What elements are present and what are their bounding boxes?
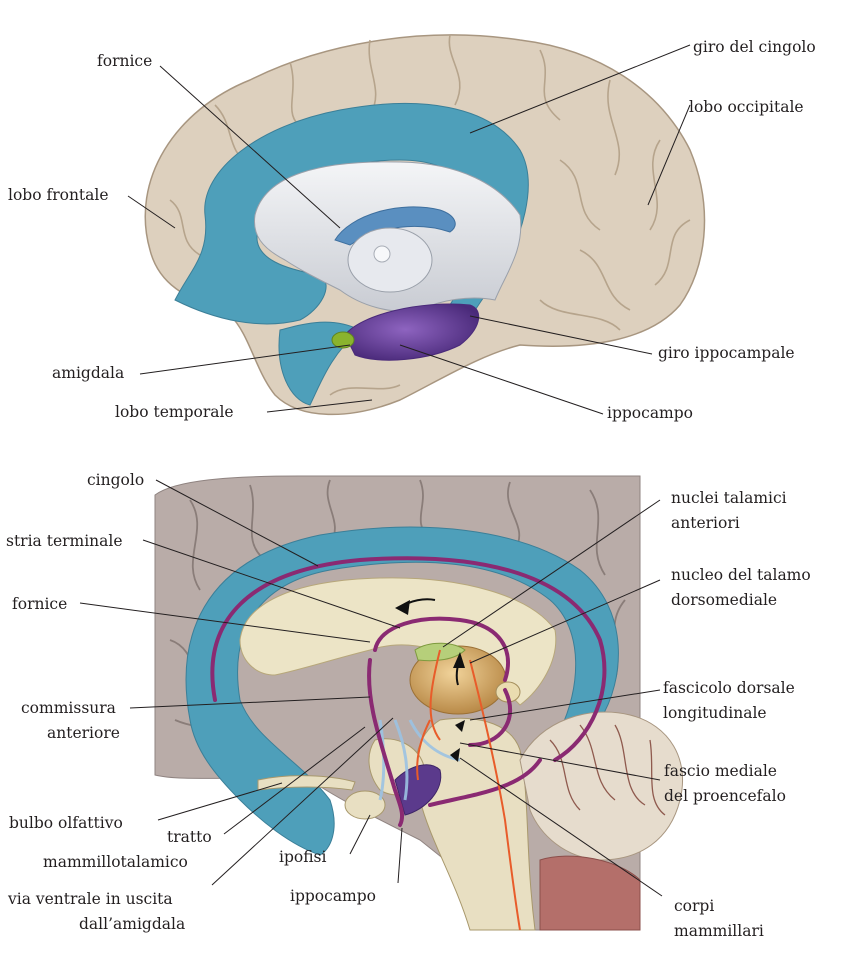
bottom-orange-tracts <box>416 649 521 931</box>
bottom-tracts <box>210 556 607 827</box>
bottom-pituitary <box>344 790 386 820</box>
label-ipofisi: ipofisi <box>279 848 327 866</box>
bottom-leader-lines <box>79 479 663 897</box>
top-labels: fornice giro del cingolo lobo occipitale… <box>8 38 816 422</box>
label-giro-del-cingolo: giro del cingolo <box>693 38 816 56</box>
top-leader-lines <box>127 44 691 415</box>
label-corpi-2: mammillari <box>674 922 764 940</box>
top-brain-illustration <box>144 34 706 416</box>
top-thalamus <box>347 227 433 293</box>
label-cingolo: cingolo <box>87 471 144 489</box>
label-corpi-1: corpi <box>674 897 714 915</box>
label-fascicolo-1: fascicolo dorsale <box>663 679 795 697</box>
label-fascicolo-2: longitudinale <box>663 704 767 722</box>
bottom-olfactory-bulb <box>257 775 356 791</box>
top-amygdala <box>331 331 355 349</box>
top-hippocampus <box>344 303 480 361</box>
label-via-1: via ventrale in uscita <box>7 890 173 908</box>
label-fornice-bottom: fornice <box>12 595 67 613</box>
label-via-2: dall’amigdala <box>79 915 185 933</box>
label-nuclei-2: anteriori <box>671 514 740 532</box>
label-ippocampo-top: ippocampo <box>607 404 693 422</box>
label-bulbo-olfattivo: bulbo olfattivo <box>9 814 123 832</box>
label-lobo-frontale: lobo frontale <box>8 186 109 204</box>
label-lobo-temporale: lobo temporale <box>115 403 234 421</box>
label-giro-ippocampale: giro ippocampale <box>658 344 795 362</box>
label-tratto-1: tratto <box>167 828 212 846</box>
label-nuclei-1: nuclei talamici <box>671 489 787 507</box>
label-ippocampo-bottom: ippocampo <box>290 887 376 905</box>
bottom-corpus-callosum <box>239 577 557 706</box>
bottom-cerebellum <box>519 711 684 861</box>
label-amigdala-top: amigdala <box>52 364 124 382</box>
label-nucleo-1: nucleo del talamo <box>671 566 811 584</box>
bottom-cingulate <box>185 526 619 856</box>
label-commissura-1: commissura <box>21 699 116 717</box>
label-stria-terminale: stria terminale <box>6 532 123 550</box>
bottom-brain-illustration <box>154 475 684 931</box>
bottom-labels: cingolo stria terminale fornice commissu… <box>6 471 811 940</box>
label-fornice-top: fornice <box>97 52 152 70</box>
label-nucleo-2: dorsomediale <box>671 591 777 609</box>
label-lobo-occipitale: lobo occipitale <box>689 98 804 116</box>
label-commissura-2: anteriore <box>47 724 120 742</box>
label-tratto-2: mammillotalamico <box>43 853 188 871</box>
label-fascio-2: del proencefalo <box>664 787 786 805</box>
label-fascio-1: fascio mediale <box>664 762 777 780</box>
